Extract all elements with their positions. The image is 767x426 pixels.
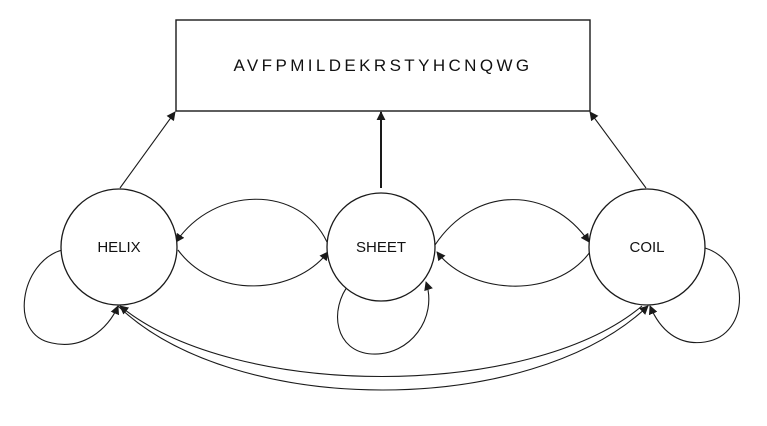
self-loop-helix — [23, 249, 120, 345]
self-loop-coil — [648, 247, 740, 344]
state-node-sheet: SHEET — [326, 192, 436, 302]
emission-box-text: AVFPMILDEKRSTYHCNQWG — [233, 56, 532, 75]
state-node-coil: COIL — [588, 188, 706, 306]
edge-helix-to-coil — [117, 305, 649, 391]
state-circle-sheet — [326, 192, 436, 302]
edge-coil-to-sheet — [436, 251, 591, 287]
state-label-sheet: SHEET — [356, 239, 406, 256]
edge-sheet-to-coil — [434, 199, 590, 246]
edge-helix-to-emission-box — [119, 111, 176, 189]
state-node-helix: HELIX — [60, 188, 178, 306]
edge-coil-to-emission-box — [589, 111, 647, 189]
emission-box: AVFPMILDEKRSTYHCNQWG — [175, 19, 591, 112]
emission-box-frame — [175, 19, 591, 112]
self-loop-sheet — [337, 281, 433, 355]
edge-sheet-to-helix — [175, 198, 328, 243]
state-circle-helix — [60, 188, 178, 306]
state-label-coil: COIL — [629, 239, 664, 256]
state-circle-coil — [588, 188, 706, 306]
state-label-helix: HELIX — [97, 239, 140, 256]
edge-coil-to-helix — [119, 305, 643, 377]
edge-helix-to-sheet — [177, 249, 329, 287]
